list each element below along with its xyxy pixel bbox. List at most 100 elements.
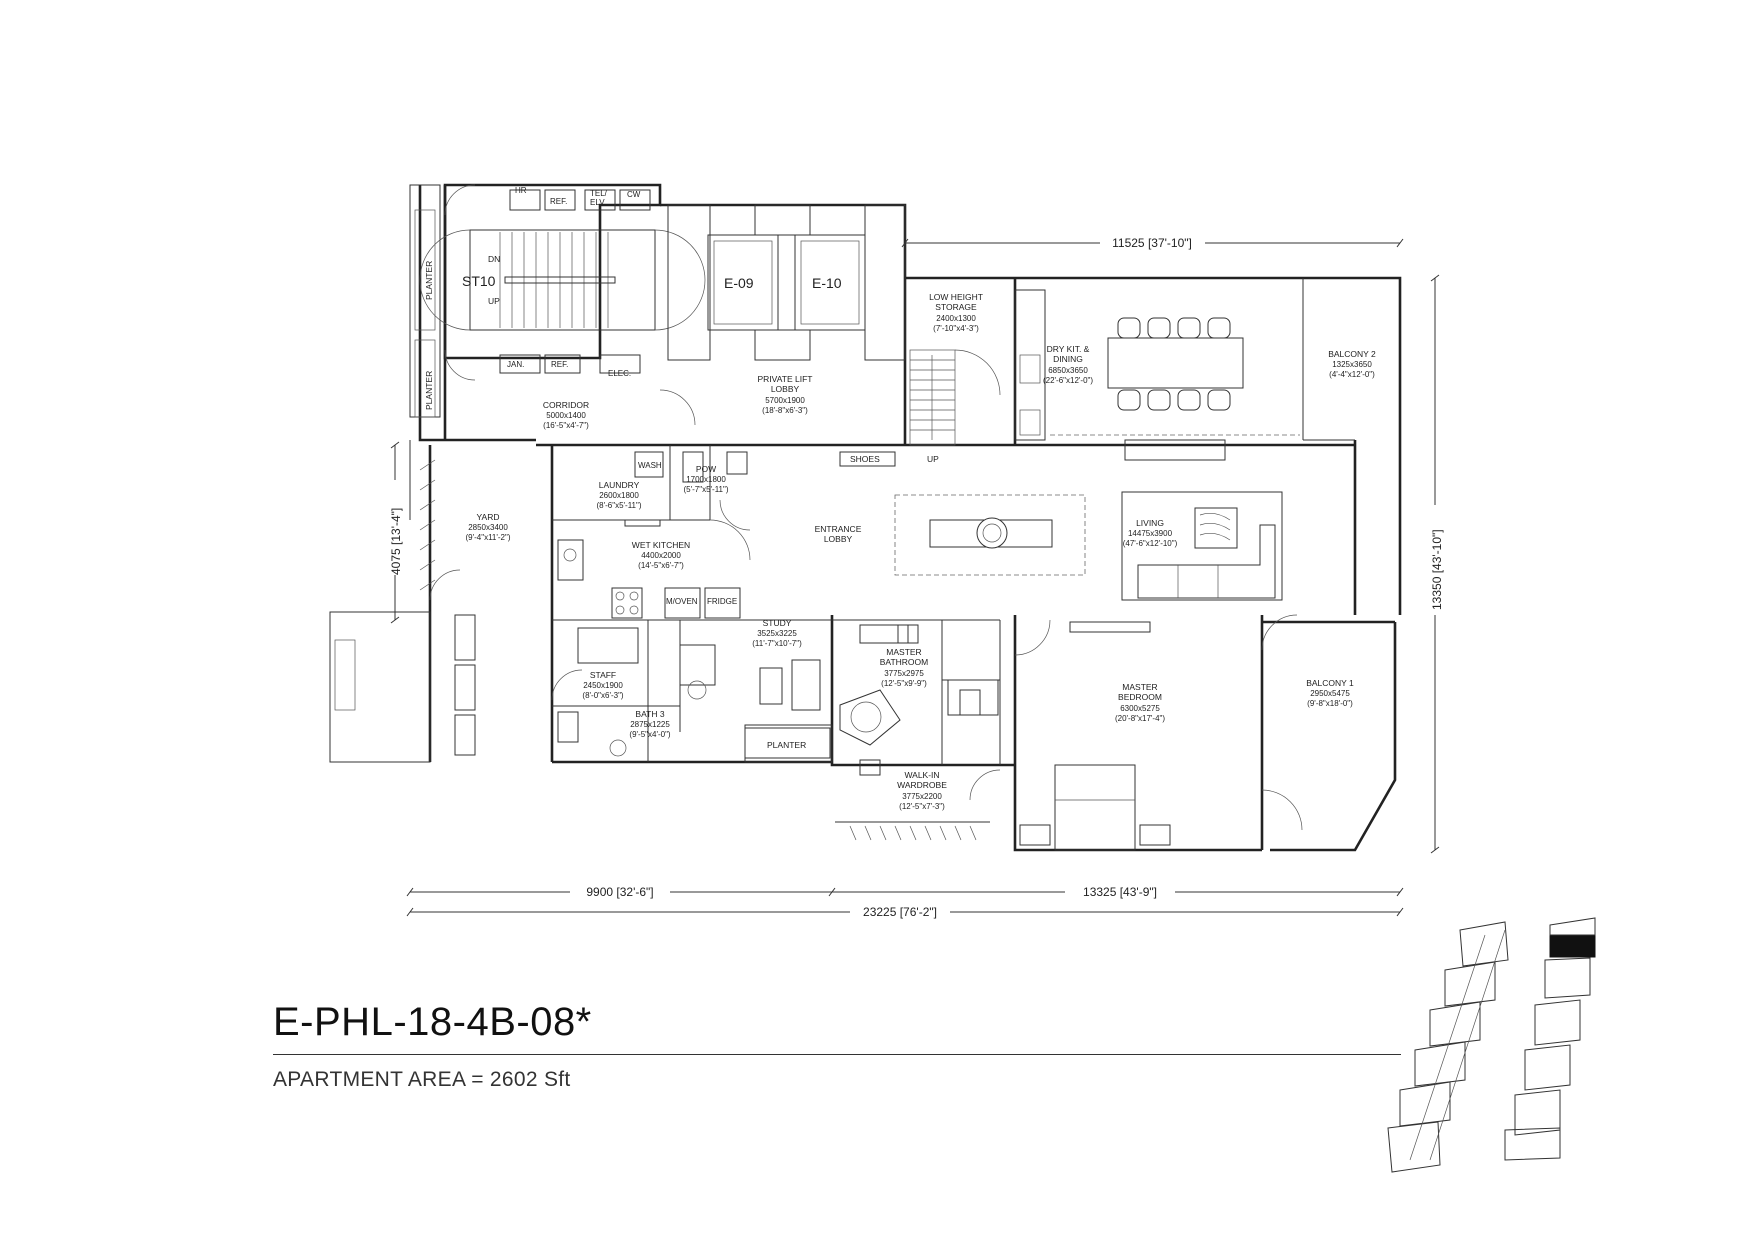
study-cabinet (759, 667, 783, 705)
svg-text:(9'-5"x4'-0"): (9'-5"x4'-0") (629, 730, 671, 739)
dim-left: 4075 [13'-4"] (389, 508, 403, 575)
lift-block: E-09 E-10 (667, 204, 906, 361)
study-chair (687, 680, 707, 700)
svg-text:2450x1900: 2450x1900 (583, 681, 623, 690)
jan-label: JAN. (507, 360, 524, 369)
living-area-rug (1121, 491, 1283, 601)
room-label-wet-kitchen: WET KITCHEN 4400x2000 (14'-5"x6'-7") (632, 540, 690, 570)
svg-text:BEDROOM: BEDROOM (1118, 692, 1162, 702)
svg-text:(47'-6"x12'-10"): (47'-6"x12'-10") (1123, 539, 1178, 548)
lift-e09 (707, 234, 779, 331)
oven (664, 587, 701, 619)
room-label-corridor: CORRIDOR 5000x1400 (16'-5"x4'-7") (543, 400, 589, 430)
room-label-low-height-storage: LOW HEIGHT STORAGE 2400x1300 (7'-10"x4'-… (929, 292, 983, 333)
svg-text:(7'-10"x4'-3"): (7'-10"x4'-3") (933, 324, 979, 333)
svg-text:BALCONY 1: BALCONY 1 (1306, 678, 1354, 688)
key-plan-highlight (1549, 934, 1596, 958)
pow-basin (726, 451, 748, 475)
svg-text:4400x2000: 4400x2000 (641, 551, 681, 560)
svg-text:5000x1400: 5000x1400 (546, 411, 586, 420)
room-label-study: STUDY 3525x3225 (11'-7"x10'-7") (752, 618, 802, 648)
svg-text:POW: POW (696, 464, 716, 474)
key-plan-tower-right (1504, 917, 1596, 1161)
yard-planter-2 (454, 664, 476, 711)
dimension-lines: 11525 [37'-10"] 13350 [43'-10"] 4075 [13… (388, 236, 1444, 919)
yard-grille (419, 459, 436, 591)
nightstand-right (1139, 824, 1171, 846)
svg-text:(22'-6"x12'-0"): (22'-6"x12'-0") (1043, 376, 1093, 385)
room-label-pow: POW 1700x1800 (5'-7"x5'-11") (683, 464, 728, 494)
svg-text:2600x1800: 2600x1800 (599, 491, 639, 500)
unit-code: E-PHL-18-4B-08* (273, 1000, 592, 1044)
svg-text:6850x3650: 6850x3650 (1048, 366, 1088, 375)
svg-text:(8'-0"x6'-3"): (8'-0"x6'-3") (582, 691, 624, 700)
svg-text:(12'-5"x7'-3"): (12'-5"x7'-3") (899, 802, 945, 811)
stair-up-label: UP (488, 296, 500, 306)
shoes-cabinet (839, 451, 896, 467)
svg-text:LOBBY: LOBBY (771, 384, 800, 394)
svg-text:WARDROBE: WARDROBE (897, 780, 947, 790)
left-planter-block (409, 184, 441, 520)
svg-text:(20'-8"x17'-4"): (20'-8"x17'-4") (1115, 714, 1165, 723)
svg-text:LOW HEIGHT: LOW HEIGHT (929, 292, 983, 302)
svg-text:STORAGE: STORAGE (935, 302, 977, 312)
room-label-staff: STAFF 2450x1900 (8'-0"x6'-3") (582, 670, 624, 700)
room-label-living: LIVING 14475x3900 (47'-6"x12'-10") (1123, 518, 1178, 548)
svg-text:3775x2975: 3775x2975 (884, 669, 924, 678)
room-label-balcony-2: BALCONY 2 1325x3650 (4'-4"x12'-0") (1328, 349, 1376, 379)
svg-text:STUDY: STUDY (763, 618, 792, 628)
room-label-master-bedroom: MASTER BEDROOM 6300x5275 (20'-8"x17'-4") (1115, 682, 1165, 723)
bathtub (839, 689, 901, 746)
ref-bottom-label: REF. (551, 360, 568, 369)
yard-planter-1 (454, 614, 476, 661)
planter-box (744, 727, 831, 759)
svg-text:2950x5475: 2950x5475 (1310, 689, 1350, 698)
vanity-1 (859, 624, 909, 644)
svg-text:LOBBY: LOBBY (824, 534, 853, 544)
room-label-bath-3: BATH 3 2875x1225 (9'-5"x4'-0") (629, 709, 671, 739)
svg-text:YARD: YARD (477, 512, 500, 522)
room-label-master-bathroom: MASTER BATHROOM 3775x2975 (12'-5"x9'-9") (880, 647, 928, 688)
room-label-laundry: LAUNDRY 2600x1800 (8'-6"x5'-11") (596, 480, 641, 510)
wet-kitchen-sink (557, 539, 584, 581)
planter-label-3: PLANTER (767, 740, 806, 750)
svg-text:(12'-5"x9'-9"): (12'-5"x9'-9") (881, 679, 927, 688)
master-wc (947, 679, 999, 716)
svg-text:BALCONY 2: BALCONY 2 (1328, 349, 1376, 359)
tel-label: TEL/ (590, 189, 608, 198)
sofa (1137, 524, 1276, 599)
shoes-label: SHOES (850, 454, 880, 464)
room-label-dry-kitchen-dining: DRY KIT. & DINING 6850x3650 (22'-6"x12'-… (1043, 344, 1093, 385)
svg-text:(18'-8"x6'-3"): (18'-8"x6'-3") (762, 406, 808, 415)
feature-plant (976, 517, 1008, 549)
pow-wc (682, 451, 704, 483)
hr-label: HR (515, 186, 527, 195)
dim-bottom-left: 9900 [32'-6"] (586, 885, 653, 899)
bath3-basin (609, 739, 627, 757)
room-label-entrance-lobby: ENTRANCE LOBBY (815, 524, 862, 544)
apartment-area: APARTMENT AREA = 2602 Sft (273, 1068, 571, 1091)
stair-dn-label: DN (488, 254, 500, 264)
washer (634, 451, 664, 478)
svg-text:14475x3900: 14475x3900 (1128, 529, 1173, 538)
south-west-rooms (551, 627, 831, 759)
dining-table (1107, 337, 1244, 389)
study-desk (679, 644, 716, 686)
planter-label-1: PLANTER (424, 261, 434, 300)
ref-top-label: REF. (550, 197, 567, 206)
svg-text:3775x2200: 3775x2200 (902, 792, 942, 801)
key-plan (1387, 917, 1596, 1173)
svg-text:(9'-4"x11'-2"): (9'-4"x11'-2") (465, 533, 510, 542)
study-sofa (791, 659, 821, 711)
stair-id-label: ST10 (462, 273, 496, 289)
svg-text:2850x3400: 2850x3400 (468, 523, 508, 532)
svg-text:(8'-6"x5'-11"): (8'-6"x5'-11") (596, 501, 641, 510)
svg-text:CORRIDOR: CORRIDOR (543, 400, 589, 410)
svg-text:LIVING: LIVING (1136, 518, 1164, 528)
svg-text:(9'-8"x18'-0"): (9'-8"x18'-0") (1307, 699, 1353, 708)
svg-text:1325x3650: 1325x3650 (1332, 360, 1372, 369)
svg-text:LAUNDRY: LAUNDRY (599, 480, 640, 490)
room-label-walk-in-wardrobe: WALK-IN WARDROBE 3775x2200 (12'-5"x7'-3"… (897, 770, 947, 811)
elec-label: ELEC. (608, 369, 631, 378)
